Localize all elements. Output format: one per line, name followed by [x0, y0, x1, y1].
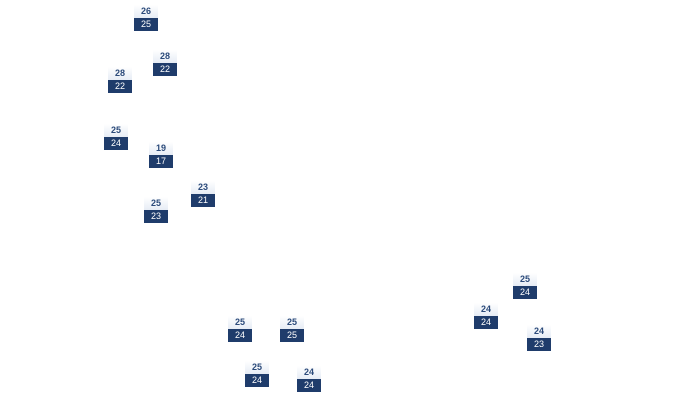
- station-marker[interactable]: 25 24: [245, 361, 269, 387]
- high-temperature: 25: [228, 316, 252, 329]
- station-marker[interactable]: 26 25: [134, 5, 158, 31]
- high-temperature: 25: [280, 316, 304, 329]
- station-marker[interactable]: 28 22: [153, 50, 177, 76]
- high-temperature: 25: [104, 124, 128, 137]
- station-marker[interactable]: 25 23: [144, 197, 168, 223]
- low-temperature: 25: [134, 18, 158, 31]
- low-temperature: 24: [104, 137, 128, 150]
- low-temperature: 24: [228, 329, 252, 342]
- high-temperature: 24: [297, 366, 321, 379]
- low-temperature: 23: [144, 210, 168, 223]
- station-marker[interactable]: 25 24: [104, 124, 128, 150]
- low-temperature: 22: [153, 63, 177, 76]
- low-temperature: 21: [191, 194, 215, 207]
- low-temperature: 22: [108, 80, 132, 93]
- low-temperature: 17: [149, 155, 173, 168]
- station-marker[interactable]: 24 23: [527, 325, 551, 351]
- low-temperature: 23: [527, 338, 551, 351]
- high-temperature: 23: [191, 181, 215, 194]
- high-temperature: 28: [108, 67, 132, 80]
- station-marker[interactable]: 25 25: [280, 316, 304, 342]
- station-marker[interactable]: 28 22: [108, 67, 132, 93]
- high-temperature: 26: [134, 5, 158, 18]
- high-temperature: 28: [153, 50, 177, 63]
- high-temperature: 25: [144, 197, 168, 210]
- station-marker[interactable]: 25 24: [228, 316, 252, 342]
- high-temperature: 25: [513, 273, 537, 286]
- station-marker[interactable]: 24 24: [474, 303, 498, 329]
- high-temperature: 25: [245, 361, 269, 374]
- low-temperature: 24: [474, 316, 498, 329]
- station-marker[interactable]: 24 24: [297, 366, 321, 392]
- station-marker[interactable]: 25 24: [513, 273, 537, 299]
- low-temperature: 24: [245, 374, 269, 387]
- station-marker[interactable]: 19 17: [149, 142, 173, 168]
- low-temperature: 24: [513, 286, 537, 299]
- low-temperature: 25: [280, 329, 304, 342]
- high-temperature: 24: [474, 303, 498, 316]
- high-temperature: 24: [527, 325, 551, 338]
- high-temperature: 19: [149, 142, 173, 155]
- low-temperature: 24: [297, 379, 321, 392]
- station-marker[interactable]: 23 21: [191, 181, 215, 207]
